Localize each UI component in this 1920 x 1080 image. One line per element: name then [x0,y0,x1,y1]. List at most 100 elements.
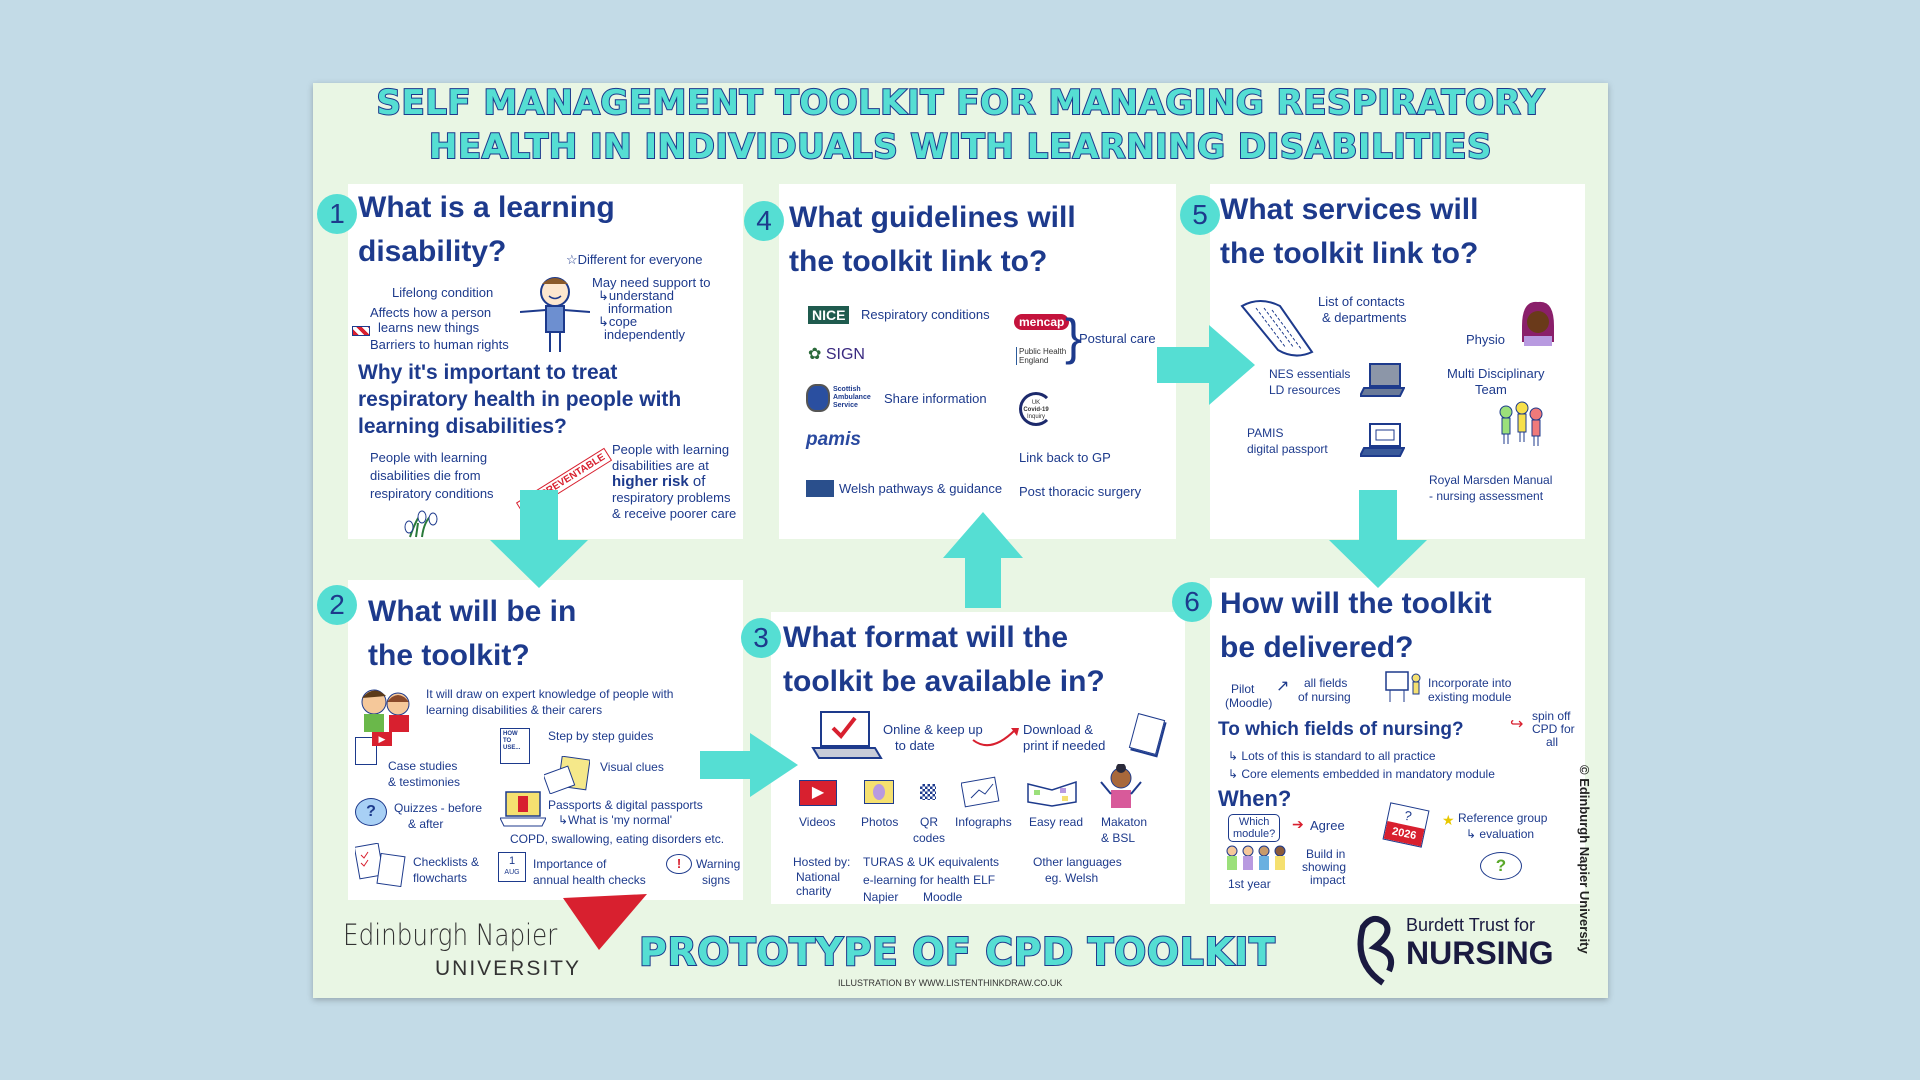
note-visual: Visual clues [600,760,664,774]
note-welsh: Welsh pathways & guidance [839,481,1003,496]
line: to date [895,738,935,753]
line: showing [1302,860,1347,874]
line: module? [1233,828,1276,840]
format-easy-read: Easy read [1029,815,1084,829]
line: ↳ evaluation [1466,827,1535,841]
students-icon [1226,845,1286,870]
line: & after [408,817,444,831]
line: charity [796,884,832,898]
line: Online & keep up [883,722,983,737]
poster: SELF MANAGEMENT TOOLKIT FOR MANAGING RES… [313,82,1608,998]
calendar-month: AUG [504,869,520,876]
step-number-5: 5 [1180,195,1220,235]
copyright-notice: © Edinburgh Napier University [1577,765,1592,954]
note-case-studies: Case studies& testimonies [388,758,460,790]
line: signs [702,873,731,887]
brace-icon: } [1065,309,1082,365]
note-marsden: Royal Marsden Manual- nursing assessment [1429,472,1552,504]
line: Multi Disciplinary [1447,366,1545,381]
how-to-booklet-icon: HOW TO USE... [500,728,530,764]
line: Team [1475,382,1507,397]
note-warning: Warning signs [696,856,740,888]
note-affects: Affects how a person [370,305,492,320]
line: Ambulance [833,394,871,401]
checklist-icon [355,843,406,887]
sign-text: SIGN [825,346,865,363]
ambulance-service-crest-icon [806,384,830,412]
note-thoracic: Post thoracic surgery [1019,484,1142,499]
note-checklists: Checklists &flowcharts [413,854,479,886]
laptop-checkmark-icon [811,711,883,759]
line: - nursing assessment [1429,489,1544,503]
line: independently [604,327,685,342]
note-quizzes: Quizzes - before& after [394,800,482,832]
napier-logo-university: UNIVERSITY [435,957,582,980]
format-makaton: Makaton & BSL [1101,815,1148,845]
subheading-why: learning disabilities? [358,415,567,438]
line: impact [1310,873,1346,887]
document-icon [355,737,377,765]
panel-heading: How will the toolkit [1220,587,1492,620]
line: annual health checks [533,873,646,887]
video-play-icon: ▶ [372,732,392,746]
note-respiratory: Respiratory conditions [861,307,990,322]
passport-laptop-icon [500,791,546,827]
line: Warning [696,857,741,871]
visual-cards-icon [544,756,590,794]
panel-heading: What format will the [783,621,1068,654]
line: LD resources [1269,383,1341,397]
line: Build in [1306,847,1346,861]
panel-heading: What guidelines will [789,201,1076,234]
host-napier: Napier [863,890,899,904]
line: Covid-19 [1023,407,1049,413]
line: NES essentials [1269,367,1351,381]
line: Case studies [388,759,458,773]
line: Checklists & [413,855,480,869]
video-icon: ▶ [799,780,837,806]
arrow-up-3-to-4 [943,512,1023,608]
laptop-icon [1360,363,1405,397]
star-icon: ★ [1442,812,1455,828]
note-share: Share information [884,391,987,406]
easy-read-book-icon [1027,780,1077,807]
presentation-board-icon [1385,671,1421,702]
line: Inquiry [1026,414,1045,420]
poster-title-line2: HEALTH IN INDIVIDUALS WITH LEARNING DISA… [428,126,1492,168]
note-nes: NES essentials LD resources [1269,366,1350,398]
host-elf: e-learning for health ELF [863,873,996,887]
prototype-title: PROTOTYPE OF CPD TOOLKIT [638,929,1276,975]
welsh-nhs-logo [806,480,834,497]
line: UK [1031,400,1041,406]
panel-heading: What services will [1220,193,1479,226]
pamis-logo: pamis [806,429,861,450]
subheading-why: respiratory health in people with [358,388,682,411]
team-people-icon [1499,401,1543,446]
note-contacts: List of contacts& departments [1318,294,1407,326]
line: England [1019,356,1049,365]
note-copd: COPD, swallowing, eating disorders etc. [510,832,725,846]
note-passports: Passports & digital passports [548,798,703,812]
panel-heading: What will be in [368,595,577,628]
line: spin off [1532,709,1571,723]
line: It will draw on expert knowledge of peop… [426,687,674,701]
note-reference: Reference group↳ evaluation [1458,810,1547,842]
person-icon [520,277,590,352]
red-curved-arrow-icon [972,728,1019,747]
line: digital passport [1247,442,1328,456]
note-different: ☆Different for everyone [566,252,703,267]
host-turas: TURAS & UK equivalents [863,855,1000,869]
photo-icon [864,780,894,804]
infograph-icon [961,776,1000,808]
line: Download & [1023,722,1094,737]
burdett-logo-icon [1357,915,1395,986]
